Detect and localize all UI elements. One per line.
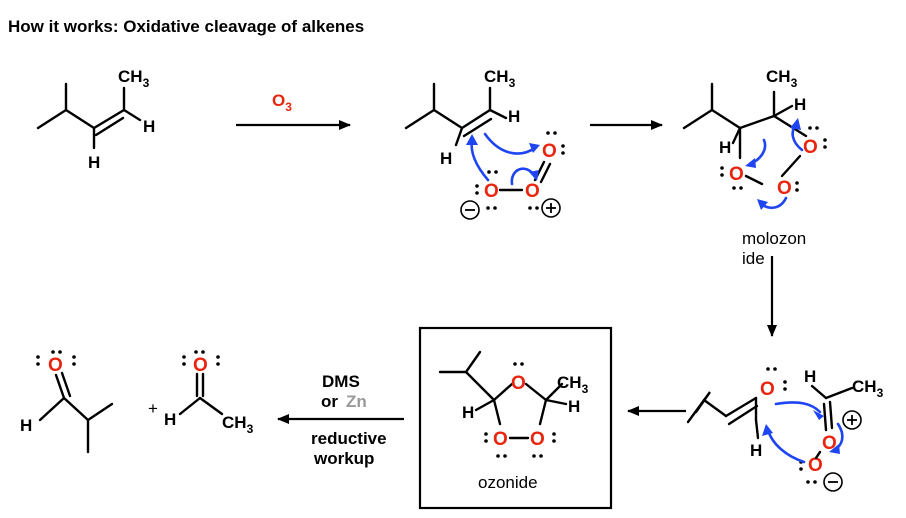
- svg-text:O: O: [525, 181, 540, 202]
- svg-text:O: O: [760, 379, 775, 400]
- svg-text:reductive: reductive: [311, 429, 387, 448]
- svg-text:workup: workup: [313, 449, 374, 468]
- svg-text:H: H: [804, 367, 816, 386]
- dms-reagent: DMS: [322, 372, 360, 391]
- molozonide: CH3 H H O O O molozon ide: [682, 67, 827, 268]
- svg-text:H: H: [750, 441, 762, 460]
- svg-text:or: or: [321, 392, 338, 411]
- alkene-ozone-complex: CH3 H H O O O: [404, 67, 565, 220]
- svg-text:H: H: [719, 138, 731, 157]
- svg-text:H: H: [88, 153, 100, 172]
- svg-text:O: O: [511, 373, 526, 394]
- reaction-arrow-workup: DMS or Zn reductive workup: [277, 372, 404, 468]
- svg-text:CH3: CH3: [852, 377, 884, 400]
- ozonide-box: O O O CH3 H H ozonide: [418, 326, 613, 510]
- svg-text:H: H: [20, 416, 32, 435]
- svg-text:CH3: CH3: [766, 67, 798, 90]
- minus-charge-icon: [460, 200, 480, 220]
- svg-text:O: O: [808, 455, 823, 476]
- page-title: How it works: Oxidative cleavage of alke…: [8, 17, 365, 36]
- alkene-starting-material: CH3 H H: [36, 67, 155, 172]
- svg-text:CH3: CH3: [484, 67, 516, 90]
- aldehyde-product-2: O H CH3: [164, 350, 254, 436]
- svg-text:O: O: [484, 181, 499, 202]
- svg-text:H: H: [568, 397, 580, 416]
- zinc-reagent: Zn: [346, 392, 367, 411]
- svg-text:H: H: [794, 95, 806, 114]
- molozonide-label: molozon: [742, 229, 806, 248]
- svg-text:O: O: [530, 429, 545, 450]
- molozonide-label-2: ide: [742, 249, 765, 268]
- svg-text:O: O: [48, 355, 63, 376]
- svg-text:H: H: [164, 410, 176, 429]
- ozonide-label: ozonide: [478, 473, 538, 492]
- svg-text:O: O: [193, 355, 208, 376]
- svg-text:CH3: CH3: [222, 413, 254, 436]
- svg-text:H: H: [143, 117, 155, 136]
- plus-charge-icon: [842, 410, 862, 430]
- svg-text:H: H: [508, 107, 520, 126]
- plus-sign: +: [148, 399, 158, 418]
- svg-text:CH3: CH3: [557, 373, 589, 396]
- svg-text:O: O: [542, 141, 557, 162]
- svg-text:O: O: [803, 137, 818, 158]
- svg-text:CH3: CH3: [118, 67, 150, 90]
- svg-text:H: H: [462, 403, 474, 422]
- carbonyl-oxide-intermediate: O H H CH3 O O: [686, 367, 884, 492]
- svg-text:H: H: [440, 149, 452, 168]
- ozone-reagent: O3: [272, 91, 292, 114]
- reaction-arrow-ozone: O3: [236, 91, 351, 130]
- plus-charge-icon: [541, 198, 561, 218]
- svg-text:O: O: [729, 164, 744, 185]
- aldehyde-product-1: O H: [20, 350, 114, 454]
- svg-text:O: O: [777, 178, 792, 199]
- minus-charge-icon: [823, 472, 843, 492]
- svg-text:O: O: [493, 429, 508, 450]
